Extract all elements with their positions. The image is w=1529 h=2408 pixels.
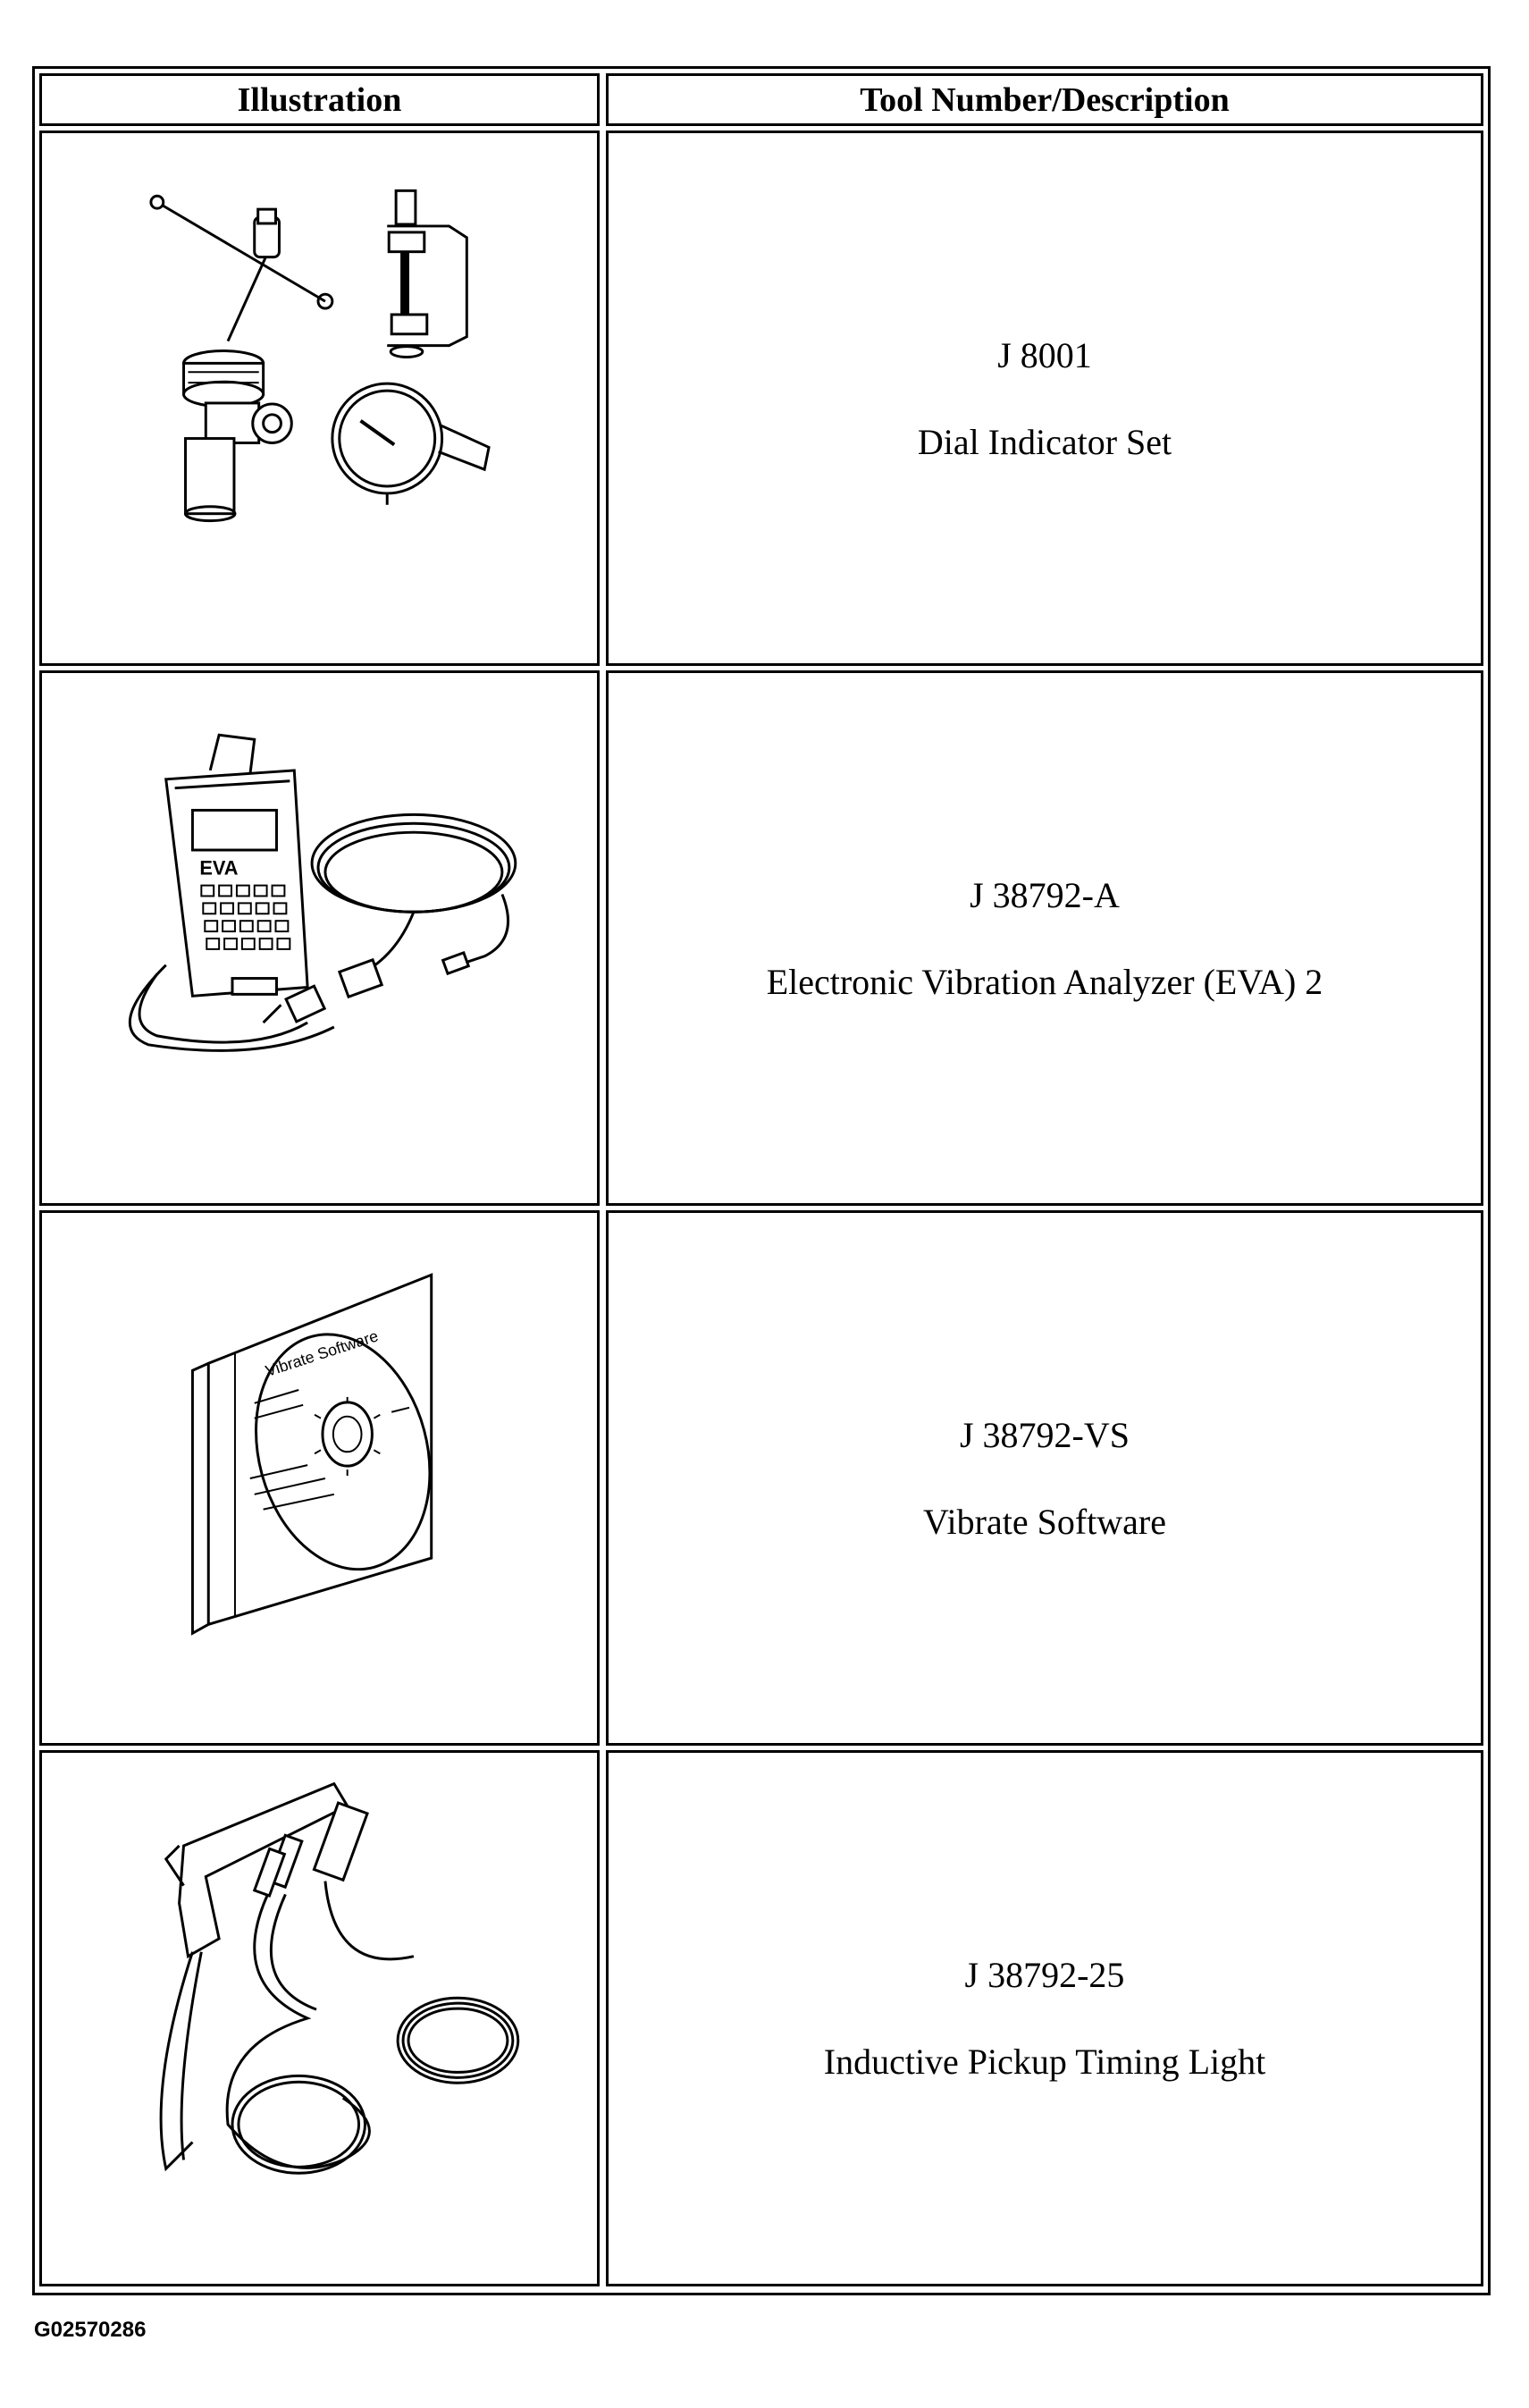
- tool-table: [32, 66, 1491, 2295]
- header-illustration: Illustration: [39, 73, 600, 126]
- tool-description: Electronic Vibration Analyzer (EVA) 2: [766, 961, 1323, 1002]
- description-cell-2: J 38792-A Electronic Vibration Analyzer …: [606, 670, 1483, 1206]
- description-cell-3: J 38792-VS Vibrate Software: [606, 1210, 1483, 1746]
- header-illustration-label: Illustration: [237, 80, 402, 119]
- dial-indicator-set-icon: [149, 189, 491, 523]
- illustration-cell-2: EVA: [39, 670, 600, 1206]
- tool-description: Vibrate Software: [923, 1501, 1166, 1542]
- header-tool: Tool Number/Description: [606, 73, 1483, 126]
- tool-number: J 8001: [997, 334, 1092, 375]
- tool-description: Inductive Pickup Timing Light: [823, 2042, 1266, 2082]
- software-cd-icon: Vibrate Software: [190, 1273, 433, 1636]
- description-cell-4: J 38792-25 Inductive Pickup Timing Light: [606, 1750, 1483, 2286]
- header-tool-label: Tool Number/Description: [860, 80, 1230, 119]
- description-cell-1: J 8001 Dial Indicator Set: [606, 131, 1483, 666]
- tool-number: J 38792-25: [964, 1955, 1125, 1995]
- illustration-cell-3: Vibrate Software: [39, 1210, 600, 1746]
- tool-number: J 38792-A: [970, 874, 1120, 915]
- illustration-cell-1: [39, 131, 600, 666]
- vibration-analyzer-icon: EVA: [128, 733, 517, 1052]
- illustration-cell-4: [39, 1750, 600, 2286]
- analyzer-label: EVA: [199, 857, 238, 880]
- tool-number: J 38792-VS: [959, 1414, 1130, 1455]
- figure-code: G02570286: [34, 2318, 147, 2342]
- timing-light-icon: [159, 1781, 520, 2175]
- tool-description: Dial Indicator Set: [917, 421, 1172, 462]
